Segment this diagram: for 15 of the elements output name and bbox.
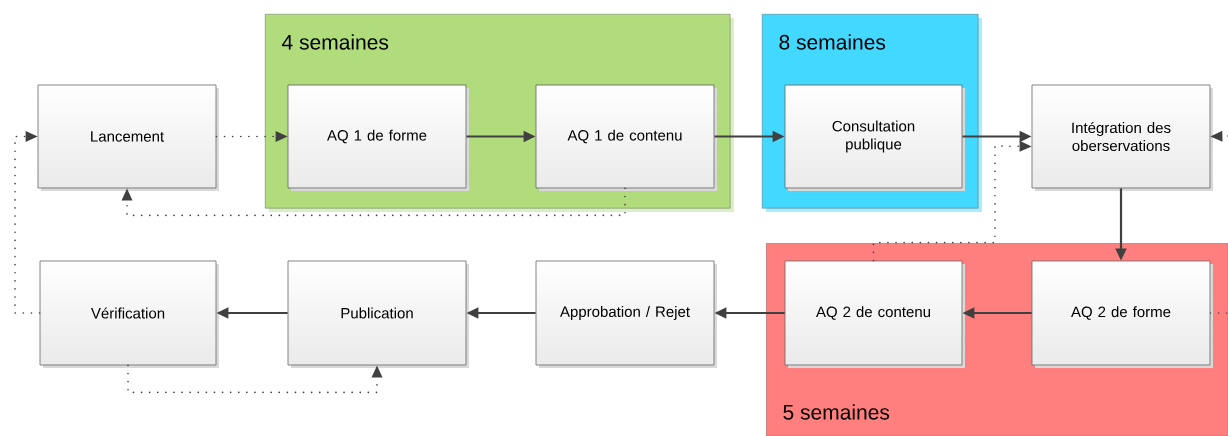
- arrow: [121, 187, 626, 217]
- arrow: [872, 140, 1032, 262]
- arrow: [215, 131, 288, 142]
- process-box: Approbation / Rejet: [535, 260, 717, 368]
- process-box: Lancement: [37, 84, 219, 191]
- process-box: Consultation publique: [784, 84, 965, 191]
- process-box: Publication: [287, 260, 469, 368]
- process-box: AQ 1 de forme: [287, 84, 469, 191]
- process-box: Vérification: [39, 260, 219, 368]
- arrow: [127, 364, 383, 394]
- process-box: AQ 2 de contenu: [784, 260, 965, 368]
- process-box: AQ 1 de contenu: [535, 84, 717, 191]
- process-box: Intégration des oberservations: [1031, 84, 1213, 191]
- arrow: [14, 131, 41, 314]
- process-box: AQ 2 de forme: [1031, 260, 1213, 368]
